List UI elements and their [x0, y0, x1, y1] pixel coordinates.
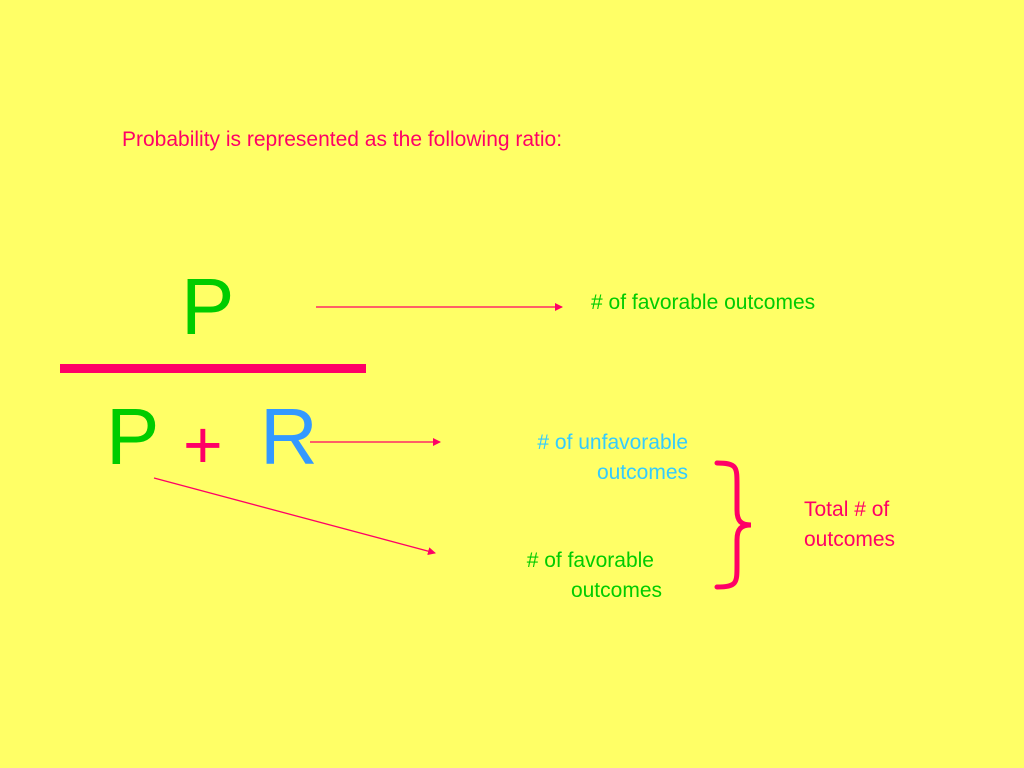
numerator-p: P — [181, 262, 235, 351]
label-favorable-top: # of favorable outcomes — [591, 291, 816, 314]
denominator-p: P — [106, 392, 160, 481]
label-unfavorable-line1: # of unfavorable — [537, 431, 688, 454]
fraction-bar — [60, 364, 366, 373]
label-favorable-bottom-line1: # of favorable — [526, 549, 654, 572]
label-total: Total # of outcomes — [804, 495, 944, 555]
label-unfavorable: # of unfavorable outcomes — [480, 428, 688, 488]
arrow-p-to-favorable — [153, 477, 436, 556]
curly-brace — [714, 460, 752, 590]
label-favorable-bottom-line2: outcomes — [570, 579, 662, 602]
label-total-line1: Total # of — [804, 498, 890, 521]
label-favorable-bottom: # of favorable outcomes — [470, 546, 662, 606]
label-total-line2: outcomes — [804, 528, 896, 551]
denominator-r: R — [260, 392, 318, 481]
denominator-plus: + — [183, 407, 223, 483]
intro-text: Probability is represented as the follow… — [122, 128, 563, 151]
label-unfavorable-line2: outcomes — [596, 461, 688, 484]
